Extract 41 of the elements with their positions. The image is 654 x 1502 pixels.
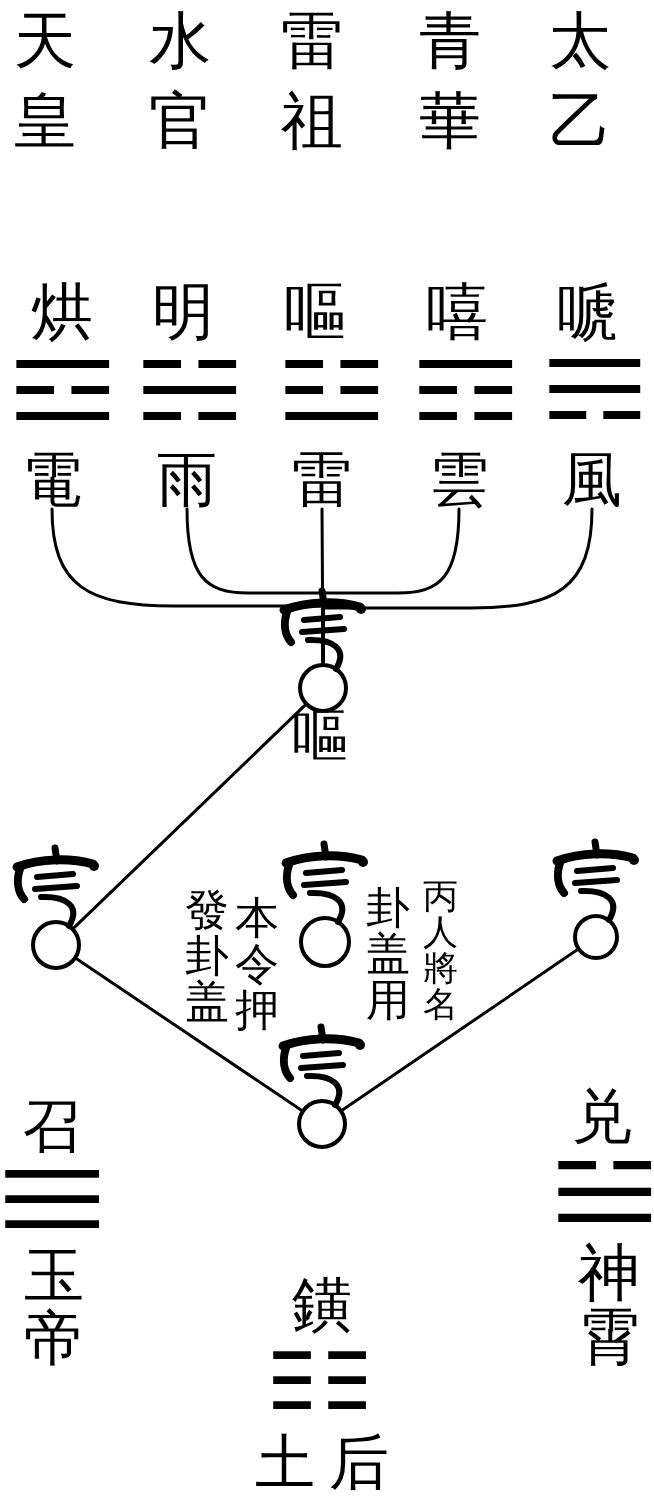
ring-node — [297, 1099, 347, 1149]
character-label: 兑 — [572, 1086, 632, 1146]
trigram-symbol: ☲ — [16, 360, 110, 420]
vertical-note: 發卦盖 — [185, 887, 229, 1025]
ring-node — [573, 914, 619, 960]
vertical-note: 卦盖用 — [366, 885, 410, 1023]
connector-line — [339, 947, 581, 1113]
horizontal-label: 土后 — [255, 1432, 403, 1492]
vertical-label: 水官 — [149, 3, 211, 159]
vertical-label: 天皇 — [14, 3, 76, 159]
vertical-note: 本令押 — [235, 895, 279, 1033]
character-label: 鐄 — [292, 1274, 352, 1334]
connector-line — [73, 956, 305, 1113]
vertical-label: 青華 — [419, 3, 481, 159]
node-character: 風 — [562, 449, 622, 509]
vertical-note: 丙人將名 — [422, 877, 458, 1022]
trigram-symbol: ☷ — [273, 1351, 367, 1409]
vertical-label: 太乙 — [549, 3, 611, 159]
character-label: 明 — [152, 281, 214, 343]
node-character: 電 — [22, 449, 82, 509]
character-label: 烘 — [31, 281, 93, 343]
node-character: 雲 — [429, 449, 489, 509]
trigram-symbol: ☵ — [143, 360, 237, 420]
character-label: 嘔 — [292, 708, 348, 764]
ring-node — [299, 916, 351, 968]
character-label: 嘻 — [426, 281, 488, 343]
trigram-symbol: ☰ — [4, 1170, 100, 1228]
vertical-label: 雷祖 — [281, 3, 343, 159]
ring-node — [31, 920, 81, 970]
connector-line — [71, 702, 308, 931]
vertical-label: 玉帝 — [24, 1243, 84, 1370]
node-character: 雨 — [157, 449, 217, 509]
character-label: 嗁 — [557, 281, 619, 343]
vertical-label: 神霄 — [578, 1241, 640, 1369]
trigram-symbol: ☳ — [285, 360, 379, 420]
character-label: 召 — [23, 1097, 81, 1155]
trigram-symbol: ☴ — [549, 360, 641, 420]
node-character: 雷 — [292, 449, 352, 509]
trigram-symbol: ☱ — [558, 1161, 652, 1222]
trigram-symbol: ☶ — [419, 360, 513, 420]
character-label: 嘔 — [284, 281, 346, 343]
